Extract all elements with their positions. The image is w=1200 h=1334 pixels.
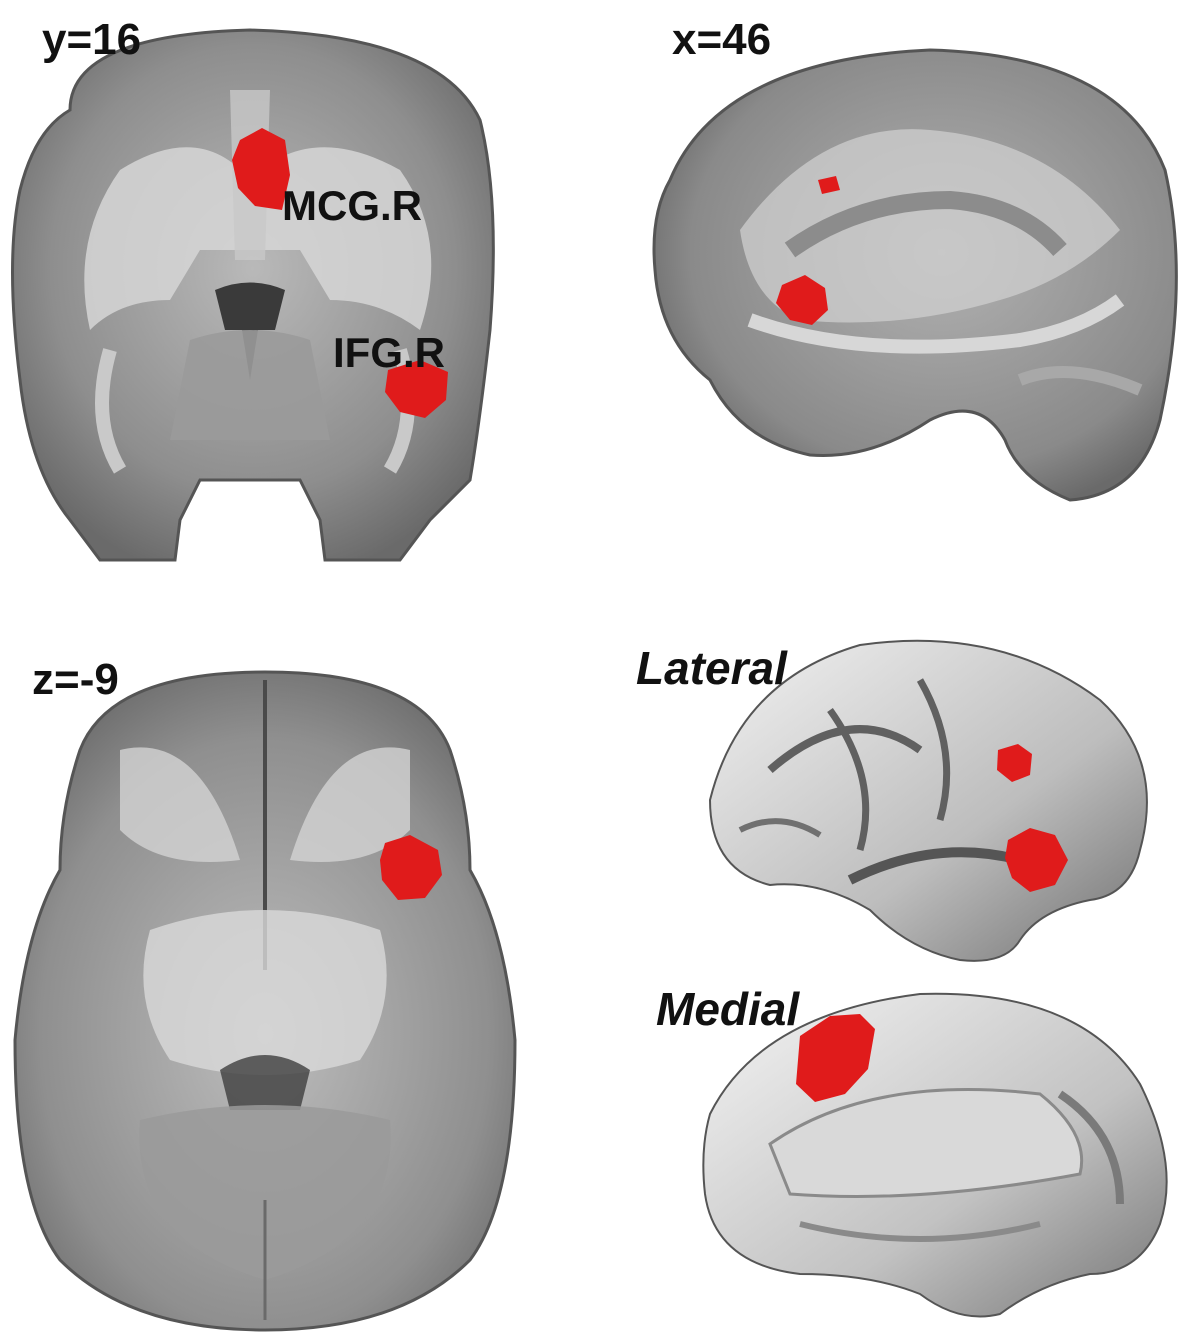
sagittal-slice-panel: x=46 (600, 0, 1200, 520)
sagittal-activation (776, 275, 828, 325)
coronal-slice-image (11, 28, 495, 562)
region-label-mcg: MCG.R (282, 182, 422, 229)
ifg-activation (385, 360, 448, 418)
lateral-view-label: Lateral (636, 642, 787, 694)
coronal-coordinate-label: y=16 (42, 15, 142, 64)
coronal-slice-panel: y=16 MCG.R IFG.R (0, 0, 520, 590)
surface-panel: Lateral Medial (620, 620, 1200, 1334)
sagittal-coordinate-label: x=46 (672, 15, 772, 64)
sagittal-slice-image (652, 48, 1178, 502)
small-sagittal-activation (818, 176, 840, 194)
axial-activation (380, 835, 442, 900)
lateral-surface-image (708, 639, 1148, 962)
medial-surface-image (702, 992, 1168, 1318)
axial-slice-image (13, 670, 517, 1332)
region-label-ifg: IFG.R (333, 329, 445, 376)
medial-view-label: Medial (656, 983, 800, 1035)
mcg-activation (232, 128, 290, 210)
medial-activation (796, 1014, 875, 1102)
lateral-activation-upper (997, 744, 1032, 782)
lateral-activation-lower (1005, 828, 1068, 892)
axial-coordinate-label: z=-9 (32, 655, 119, 704)
axial-slice-panel: z=-9 (0, 640, 530, 1334)
